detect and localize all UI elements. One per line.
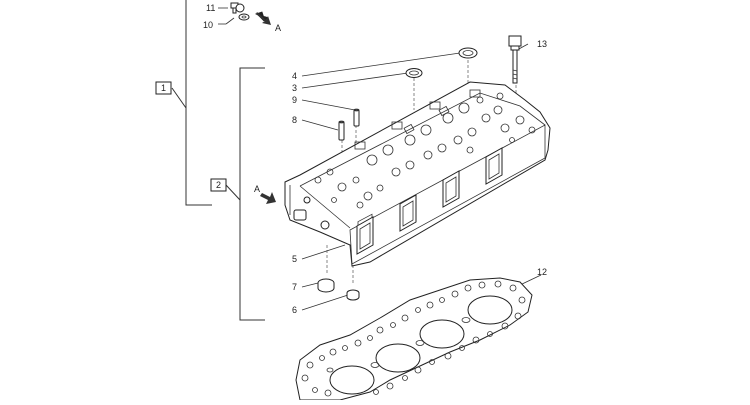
bolt-and-washer-top: A [218, 2, 281, 33]
view-marker-left: A [254, 184, 260, 194]
callout-9-label: 9 [292, 95, 297, 105]
head-bolt-13 [508, 35, 522, 84]
view-marker-top: A [275, 23, 281, 33]
callout-4-label: 4 [292, 71, 297, 81]
callout-12-label: 12 [537, 267, 547, 277]
leader-lines [301, 43, 542, 311]
view-arrow-left: A [254, 184, 276, 204]
callout-11-label: 11 [206, 3, 215, 13]
group-bracket-lines [171, 0, 265, 321]
callout-7-label: 7 [292, 282, 297, 292]
callout-5-label: 5 [292, 254, 297, 264]
callout-1-label: 1 [161, 83, 166, 93]
callout-2-label: 2 [216, 180, 221, 190]
callout-box-1: 1 [155, 81, 172, 95]
dowel-pin-8 [338, 120, 345, 141]
callout-3-label: 3 [292, 83, 297, 93]
callout-10-label: 10 [203, 20, 213, 30]
seal-4 [458, 47, 478, 59]
callout-box-2: 2 [210, 178, 227, 192]
seal-3 [405, 68, 423, 78]
callout-6-label: 6 [292, 305, 297, 315]
gasket-holes [301, 280, 526, 397]
plug-7 [317, 278, 335, 293]
deck-features [314, 89, 536, 209]
head-gasket [295, 277, 533, 401]
cylinder-head [284, 81, 551, 267]
callout-8-label: 8 [292, 115, 297, 125]
plug-6 [346, 289, 360, 301]
dowel-pin-9 [353, 108, 360, 127]
callout-13-label: 13 [537, 39, 547, 49]
